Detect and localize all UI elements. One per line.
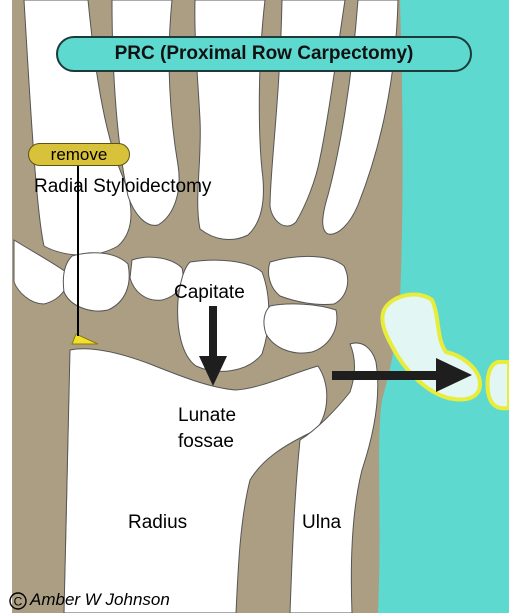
ulna-label: Ulna xyxy=(302,512,341,534)
arrow-right-shaft xyxy=(332,371,442,380)
lunate-label: Lunate xyxy=(178,405,236,427)
trapezoid xyxy=(63,253,129,311)
diagram-title: PRC (Proximal Row Carpectomy) xyxy=(115,43,414,65)
copyright-text: Amber W Johnson xyxy=(30,590,170,610)
removed-bone-lunate xyxy=(487,362,509,408)
copyright-letter: C xyxy=(14,595,23,609)
radius-label: Radius xyxy=(128,512,187,534)
title-banner: PRC (Proximal Row Carpectomy) xyxy=(56,36,472,72)
arrow-down-shaft xyxy=(209,306,217,360)
remove-tag-label: remove xyxy=(51,145,108,165)
capitate-bone xyxy=(178,260,269,371)
radial-styloidectomy-label: Radial Styloidectomy xyxy=(34,176,211,198)
remove-tag: remove xyxy=(28,143,130,166)
left-margin xyxy=(0,0,12,613)
fossae-label: fossae xyxy=(178,431,234,453)
capitate-label: Capitate xyxy=(174,282,245,304)
